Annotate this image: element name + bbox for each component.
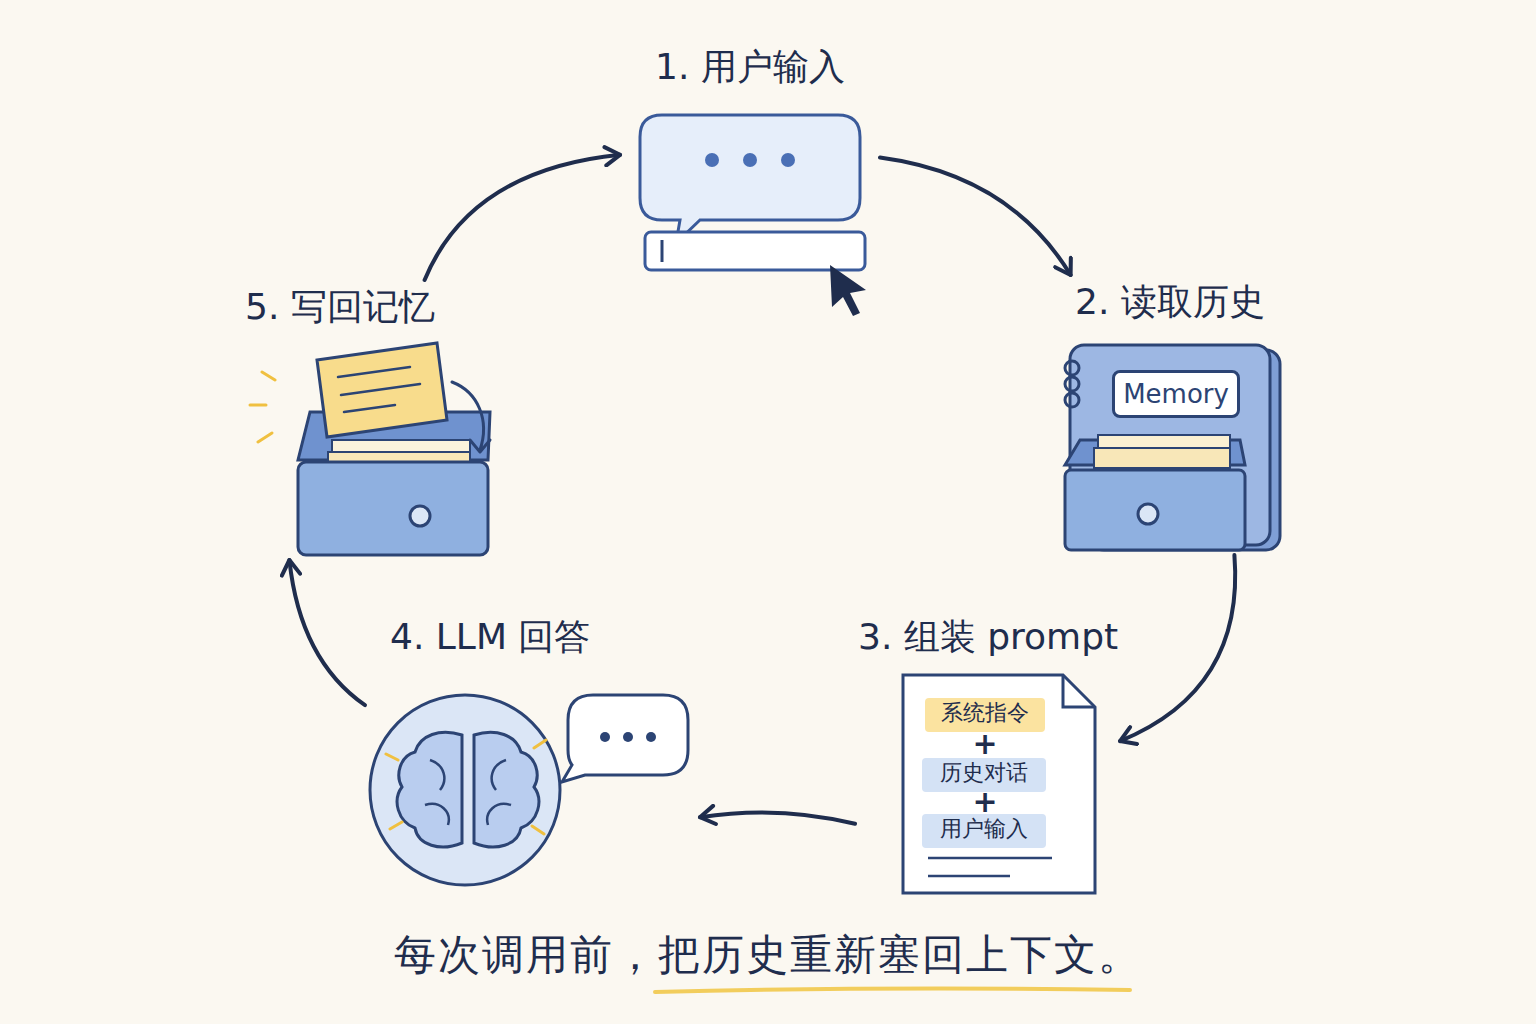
typing-dot <box>646 732 656 742</box>
cycle-arrow <box>289 560 365 705</box>
step-heading: 4. LLM 回答 <box>390 615 690 658</box>
drawer-front <box>298 462 488 555</box>
brain-circle <box>370 695 560 885</box>
step-group: 1. 用户输入 <box>620 40 880 320</box>
text-line <box>928 857 1052 860</box>
typing-dot <box>600 732 610 742</box>
sparkle <box>386 740 546 834</box>
drawer-knob <box>410 506 430 526</box>
plus-sign: + <box>970 726 1000 762</box>
text-line <box>338 367 420 412</box>
binder-ring <box>1065 393 1079 407</box>
binder-ring <box>1065 377 1079 391</box>
typing-dot <box>743 153 757 167</box>
drawer-knob <box>1138 504 1158 524</box>
cycle-arrow <box>700 812 855 823</box>
step-heading: 3. 组装 prompt <box>858 615 1120 658</box>
cycle-arrow <box>1120 555 1235 741</box>
brain-lobe <box>474 732 539 847</box>
brain-fold <box>425 760 511 825</box>
page-fold <box>1063 675 1095 707</box>
memory-card <box>317 343 447 437</box>
step-group: 5. 写回记忆 <box>240 280 500 560</box>
text-cursor <box>661 240 664 262</box>
mouse-pointer <box>830 265 866 316</box>
sparkle <box>250 372 275 442</box>
chip-text: 用户输入 <box>922 816 1046 842</box>
text-line <box>928 875 1010 878</box>
memory-label: Memory <box>1112 370 1240 418</box>
prompt-document <box>903 675 1095 893</box>
typing-dot <box>623 732 633 742</box>
step-group: 2. 读取历史 Memory <box>1055 275 1315 555</box>
chat-bubble <box>640 115 860 243</box>
drawer-front <box>1065 470 1245 550</box>
cycle-arrow <box>880 158 1071 275</box>
prompt-chip: 用户输入 <box>922 814 1046 848</box>
input-bar <box>645 232 865 270</box>
brain-lobe <box>397 732 462 847</box>
typing-dot <box>705 153 719 167</box>
caption-underline <box>655 988 1130 992</box>
chip-text: 历史对话 <box>922 760 1046 786</box>
plus-sign: + <box>970 784 1000 820</box>
file-card <box>1094 448 1230 468</box>
chip-text: 系统指令 <box>925 700 1045 726</box>
step-group: 4. LLM 回答 <box>365 610 700 890</box>
binder-ring <box>1065 361 1079 375</box>
cycle-arrow <box>425 155 620 280</box>
step-heading: 5. 写回记忆 <box>245 285 500 328</box>
insert-arrow <box>452 382 490 452</box>
typing-dot <box>781 153 795 167</box>
step-heading: 2. 读取历史 <box>1075 280 1315 323</box>
step-heading: 1. 用户输入 <box>620 45 880 88</box>
answer-bubble <box>562 695 688 782</box>
caption: 每次调用前，把历史重新塞回上下文。 <box>0 930 1536 980</box>
